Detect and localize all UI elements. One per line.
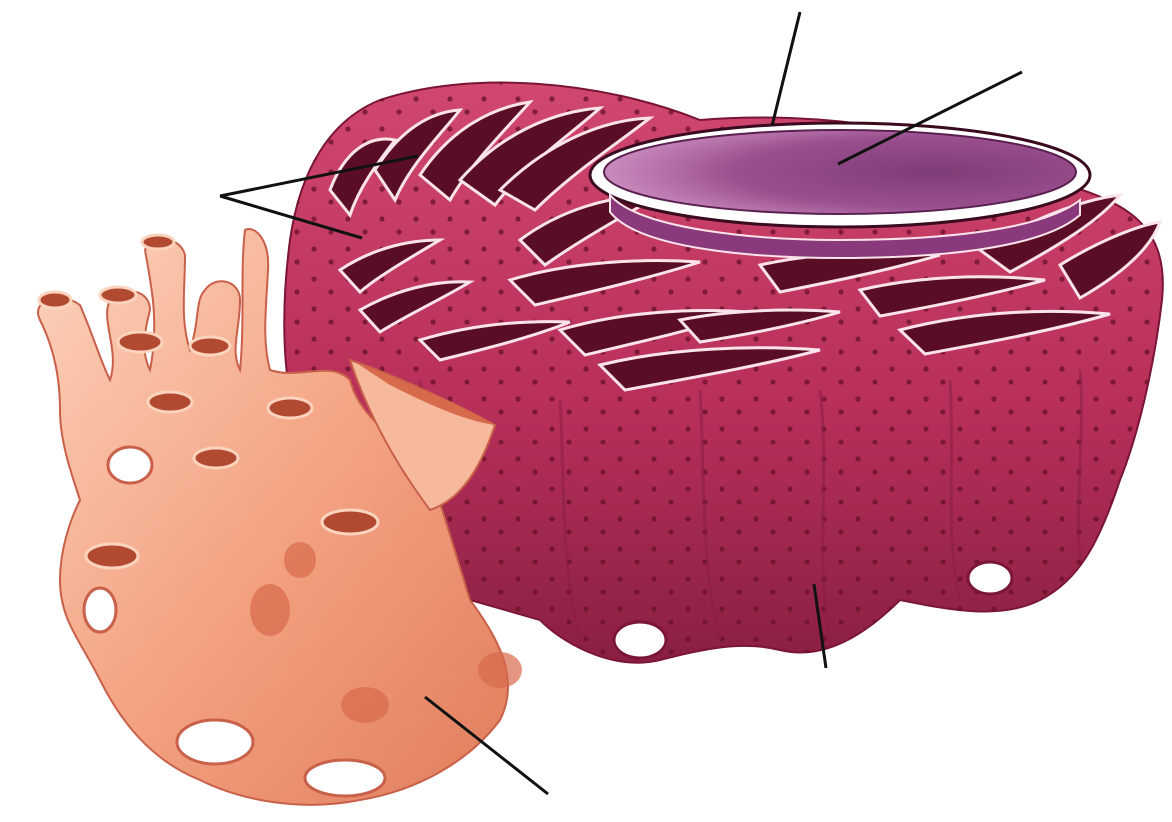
nucleus-interior: [604, 130, 1076, 214]
nuclear-envelope-leader-line: [772, 12, 800, 126]
